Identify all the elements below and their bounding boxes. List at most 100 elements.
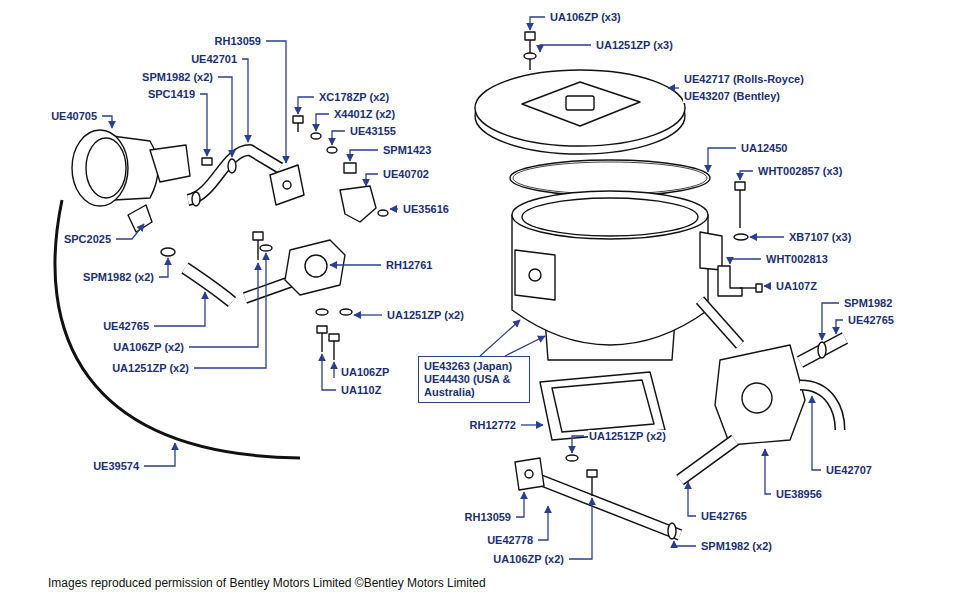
- leader-line: [266, 41, 286, 163]
- part-number: UE42701: [190, 53, 238, 66]
- part-outline: [587, 470, 597, 477]
- part-number: UE42765: [700, 510, 748, 523]
- leader-lines: [102, 17, 843, 559]
- part-outline: [253, 232, 263, 240]
- part-outline: [515, 458, 544, 490]
- part-outline: [800, 385, 840, 430]
- part-outline: [327, 147, 337, 153]
- part-outline: [340, 309, 352, 315]
- variant-text: UE43263 (Japan) UE44430 (USA & Australia…: [424, 360, 524, 399]
- part-outline: [700, 300, 740, 345]
- part-number: UA1251ZP (x3): [595, 39, 674, 52]
- leader-line: [688, 482, 696, 516]
- part-number: UE42717 (Rolls-Royce): [683, 73, 805, 86]
- leader-line: [354, 314, 382, 315]
- part-number: XB7107 (x3): [788, 231, 852, 244]
- part-outline: [321, 333, 322, 352]
- leader-line: [530, 17, 545, 30]
- part-outline: [800, 338, 845, 362]
- leader-line: [540, 45, 591, 52]
- part-outline: [535, 478, 680, 535]
- part-number: UE39574: [92, 460, 140, 473]
- part-number: WHT002813: [765, 253, 829, 266]
- leader-line: [668, 87, 679, 88]
- copyright-caption: Images reproduced permission of Bentley …: [48, 576, 486, 590]
- part-outline: [700, 232, 722, 270]
- variant-box: UE43263 (Japan) UE44430 (USA & Australia…: [418, 356, 530, 403]
- part-outline: [329, 334, 339, 341]
- leader-line: [505, 336, 545, 356]
- part-number: RH12761: [385, 259, 433, 272]
- part-number: RH13059: [214, 35, 262, 48]
- leader-line: [159, 258, 168, 277]
- part-outline: [283, 181, 291, 189]
- part-number: SPM1982 (x2): [82, 271, 155, 284]
- part-number: UE43155: [349, 125, 397, 138]
- part-outline: [512, 191, 708, 239]
- part-number: UA106ZP (x2): [112, 341, 185, 354]
- leader-line: [812, 396, 821, 470]
- part-outline: [188, 150, 280, 200]
- part-outline: [818, 342, 826, 358]
- part-outline: [150, 145, 190, 182]
- part-outline: [245, 282, 290, 298]
- leader-line: [765, 449, 771, 494]
- part-outline: [228, 159, 236, 173]
- leader-line: [764, 285, 771, 286]
- part-outline: [715, 345, 805, 445]
- leader-line: [674, 541, 696, 546]
- part-outline: [734, 234, 748, 240]
- leader-line: [516, 492, 524, 517]
- leader-line: [730, 259, 761, 264]
- part-number: UA12450: [740, 142, 788, 155]
- part-outline: [735, 182, 745, 190]
- leader-line: [740, 171, 753, 180]
- part-outline: [270, 165, 304, 205]
- part-outline: [297, 123, 298, 132]
- part-outline: [522, 198, 698, 236]
- part-outline: [185, 268, 232, 302]
- part-number: UA1251ZP (x2): [588, 430, 667, 443]
- part-outline: [566, 96, 594, 110]
- part-number: UE40705: [50, 110, 98, 123]
- part-number: UA110Z: [340, 384, 382, 397]
- part-outline: [192, 192, 200, 206]
- part-number: SPC1419: [147, 88, 196, 101]
- part-outline: [340, 186, 376, 222]
- part-outline: [742, 383, 772, 413]
- leader-line: [750, 236, 784, 237]
- leader-line: [538, 506, 548, 540]
- leader-line: [242, 59, 248, 142]
- leader-line: [480, 320, 520, 356]
- part-outline: [305, 255, 327, 277]
- part-outline: [739, 190, 740, 228]
- part-outline: [718, 266, 742, 296]
- part-outline: [591, 477, 592, 496]
- part-outline: [800, 338, 845, 362]
- part-outline: [311, 133, 321, 139]
- part-outline: [86, 138, 126, 198]
- part-outline: [513, 162, 707, 194]
- part-number: UA106ZP: [340, 366, 390, 379]
- part-outline: [756, 284, 762, 292]
- part-number: UE42778: [486, 534, 534, 547]
- leader-line: [218, 77, 232, 157]
- part-outline: [800, 385, 840, 430]
- part-number: UE42765: [102, 320, 150, 333]
- part-outline: [188, 150, 280, 200]
- part-number: XC178ZP (x2): [318, 91, 390, 104]
- leader-line: [332, 131, 345, 145]
- part-outline: [680, 440, 735, 480]
- leader-line: [189, 263, 258, 347]
- part-outline: [316, 309, 328, 315]
- part-number: SPC2025: [63, 233, 112, 246]
- part-outline: [378, 210, 388, 216]
- part-outline: [245, 282, 290, 298]
- part-number: UA106ZP (x3): [549, 11, 622, 24]
- leader-line: [322, 354, 336, 390]
- part-outline: [529, 269, 541, 281]
- part-outline: [552, 380, 654, 432]
- leader-line: [200, 94, 207, 156]
